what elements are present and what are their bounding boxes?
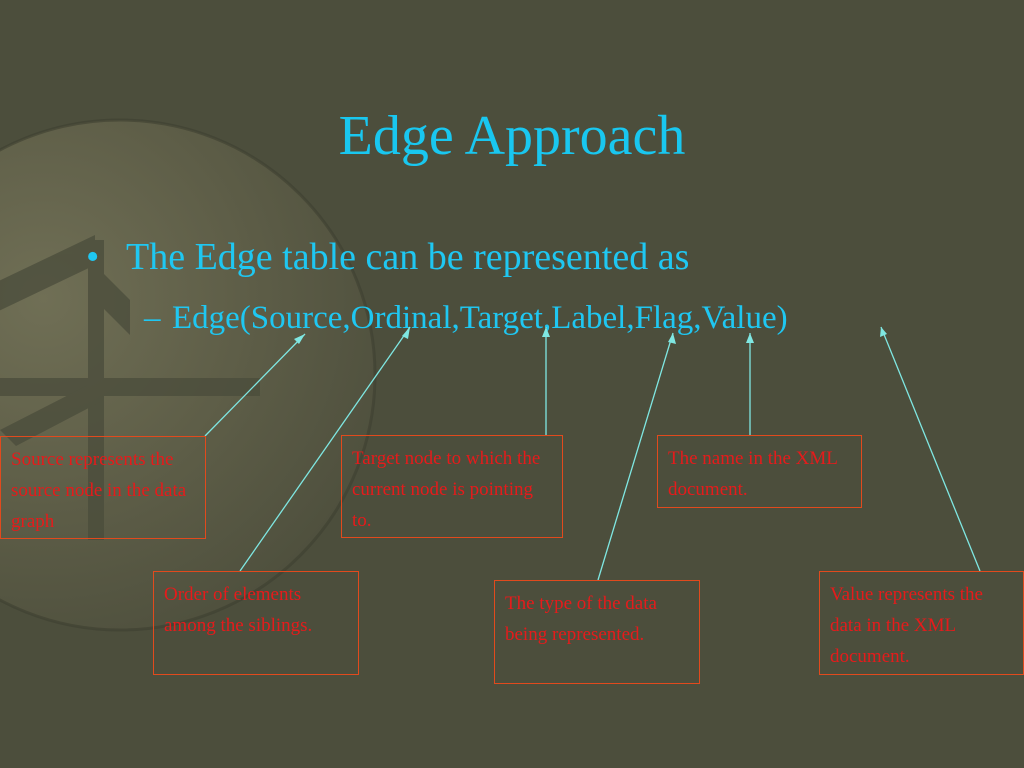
callout-ordinal: Order of elements among the siblings. — [153, 571, 359, 675]
callout-value: Value represents the data in the XML doc… — [819, 571, 1024, 675]
sub-bullet-item: –Edge(Source,Ordinal,Target,Label,Flag,V… — [144, 296, 788, 340]
sub-bullet-marker: – — [144, 300, 161, 336]
callout-label: The name in the XML document. — [657, 435, 862, 508]
bullet-item: • The Edge table can be represented as — [86, 232, 689, 282]
slide-title: Edge Approach — [338, 105, 686, 167]
callout-source: Source represents the source node in the… — [0, 436, 206, 539]
bullet-text: The Edge table can be represented as — [126, 236, 690, 278]
edge-signature: Edge(Source,Ordinal,Target,Label,Flag,Va… — [172, 300, 788, 336]
bullet-marker: • — [86, 236, 100, 278]
callout-target: Target node to which the current node is… — [341, 435, 563, 538]
callout-flag: The type of the data being represented. — [494, 580, 700, 684]
